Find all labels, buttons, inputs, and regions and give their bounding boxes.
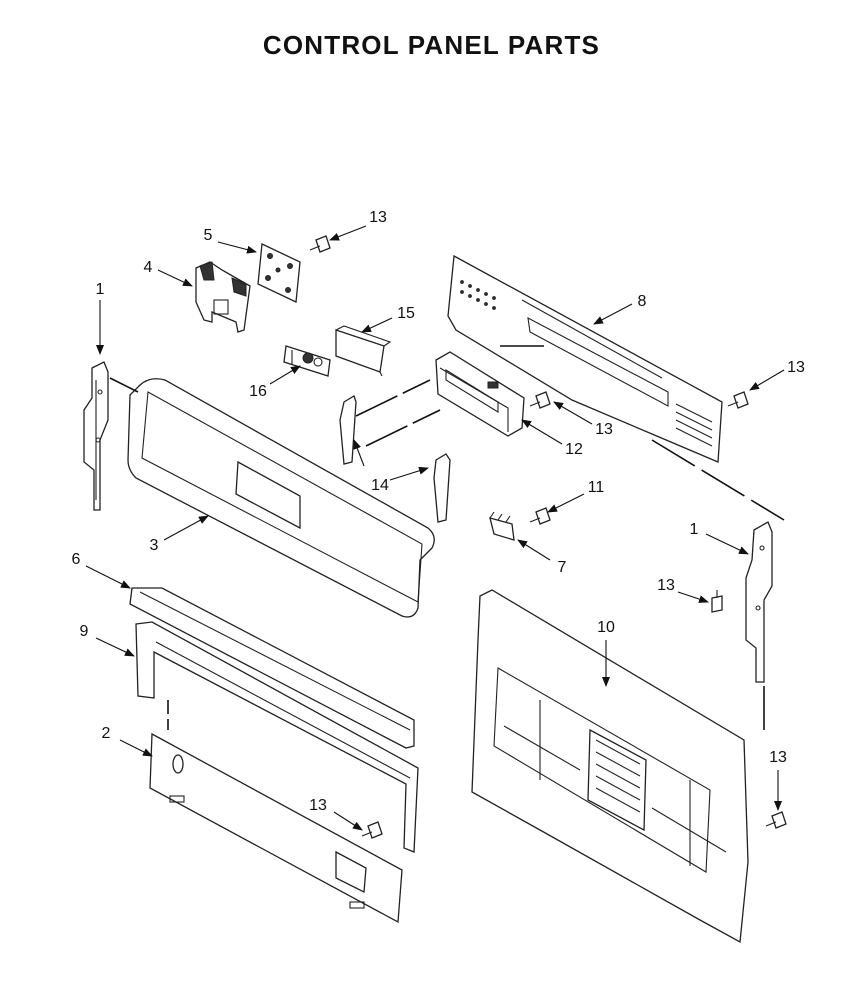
callout-9: 9 [80,623,89,640]
screw-icon [765,811,787,829]
callout-13-bracket: 13 [657,577,675,594]
screw-icon [711,590,723,613]
callout-16: 16 [249,383,267,400]
part-trim [129,587,415,749]
callout-13-lower-left: 13 [309,797,327,814]
part-side-bracket-right [745,521,773,683]
part-bracket-pair [339,395,451,523]
rear-panel-vent-dots [460,280,496,310]
callout-8: 8 [638,293,647,310]
callout-1-left: 1 [96,281,105,298]
screw-icon [727,391,749,409]
assembly-guide-lines [109,345,785,730]
callout-1-right: 1 [690,521,699,538]
part-lower-panel [149,732,403,924]
callout-13-top: 13 [369,209,387,226]
screw-icon [529,507,551,525]
callout-10: 10 [597,619,615,636]
callout-7: 7 [558,559,567,576]
callout-labels: 1 5 4 13 15 16 8 13 13 12 14 11 7 1 13 3… [72,209,805,814]
part-clip [489,511,515,541]
part-side-bracket-left [83,361,109,511]
page-title: CONTROL PANEL PARTS [262,30,601,60]
part-control-panel-face [127,378,435,618]
screw-icon [309,235,331,253]
callout-2: 2 [102,725,111,742]
callout-15: 15 [397,305,415,322]
part-small-bracket [335,325,392,377]
part-back-panel [471,589,749,944]
callout-12: 12 [565,441,583,458]
callout-6: 6 [72,551,81,568]
callout-14: 14 [371,477,389,494]
screw-icon [529,391,551,409]
callout-4: 4 [144,259,153,276]
callout-13-middle: 13 [595,421,613,438]
part-switch-connector [283,345,331,377]
callout-13-lower-right: 13 [769,749,787,766]
callout-13-right: 13 [787,359,805,376]
callout-5: 5 [204,227,213,244]
callout-11: 11 [588,479,605,496]
screw-icon [361,821,383,839]
part-frame [135,621,419,853]
part-control-bracket [195,261,251,333]
part-electronic-control-unit [435,351,525,437]
part-rear-panel [447,254,723,463]
part-circuit-board [257,243,301,303]
callout-3: 3 [150,537,159,554]
callout-leaders [85,225,785,831]
